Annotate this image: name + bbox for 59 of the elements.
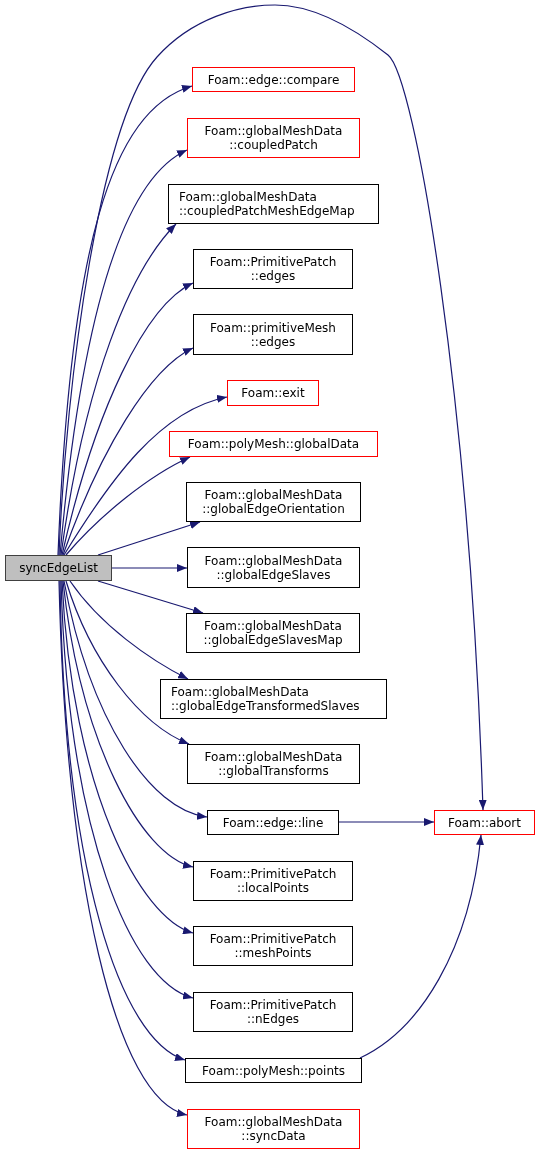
function-name: Foam::globalMeshData ::globalEdgeOrientation — [201, 488, 346, 516]
function-box — [186, 482, 361, 522]
function-name: Foam::globalMeshData ::syncData — [203, 1115, 344, 1143]
call-arrow — [69, 580, 189, 680]
function-box — [227, 380, 319, 406]
call-arrow — [63, 580, 208, 819]
call-arrow — [57, 85, 193, 556]
function-box — [193, 249, 353, 289]
call-arrow — [61, 282, 194, 556]
function-box — [160, 679, 387, 719]
function-name: Foam::exit — [241, 386, 305, 400]
function-name: Foam::PrimitivePatch ::edges — [208, 255, 338, 283]
call-arrow — [338, 818, 435, 826]
function-name: Foam::edge::compare — [207, 72, 340, 87]
function-name: Foam::PrimitivePatch ::meshPoints — [208, 932, 338, 960]
function-box — [192, 67, 355, 92]
call-arrow — [63, 395, 228, 556]
function-box — [185, 1058, 362, 1083]
function-box — [187, 118, 360, 158]
function-name: Foam::PrimitivePatch ::nEdges — [208, 998, 338, 1026]
function-name: Foam::edge::line — [222, 815, 324, 830]
call-arrow — [58, 4, 487, 811]
call-arrow — [97, 521, 201, 556]
call-arrow — [59, 149, 188, 556]
call-arrow — [359, 834, 484, 1059]
function-name: Foam::polyMesh::points — [202, 1063, 345, 1078]
call-arrow — [111, 564, 188, 572]
function-name: syncEdgeList — [19, 561, 98, 575]
function-name: Foam::globalMeshData ::globalEdgeSlavesMap — [202, 619, 344, 647]
function-name: Foam::abort — [448, 815, 521, 830]
call-arrow — [97, 580, 204, 614]
function-box — [169, 431, 378, 457]
function-box — [168, 184, 379, 224]
call-arrow — [65, 456, 191, 556]
call-arrow — [65, 580, 190, 745]
function-name: Foam::PrimitivePatch ::localPoints — [208, 867, 338, 895]
function-name: Foam::globalMeshData ::globalEdgeTransformedSlaves — [171, 685, 361, 713]
function-name: Foam::globalMeshData ::coupledPatch — [203, 124, 344, 152]
call-arrow — [60, 580, 194, 999]
function-name: Foam::globalMeshData ::globalEdgeSlaves — [203, 553, 344, 582]
function-box — [193, 314, 353, 355]
call-arrow — [61, 580, 194, 934]
function-box — [193, 861, 353, 901]
function-box — [5, 555, 112, 581]
call-arrow — [60, 223, 177, 556]
function-box — [434, 810, 535, 835]
call-arrow — [62, 580, 194, 868]
function-box — [186, 613, 360, 653]
function-name: Foam::primitiveMesh ::edges — [209, 320, 337, 349]
function-name: Foam::polyMesh::globalData — [187, 437, 360, 451]
call-arrow — [62, 347, 194, 556]
function-name: Foam::globalMeshData ::globalTransforms — [203, 750, 344, 778]
function-box — [193, 992, 353, 1032]
function-box — [193, 926, 353, 966]
function-box — [187, 547, 360, 588]
function-box — [187, 1109, 360, 1149]
function-box — [187, 744, 360, 784]
function-name: Foam::globalMeshData ::coupledPatchMeshEdgeMap — [179, 190, 356, 218]
function-box — [207, 810, 339, 835]
